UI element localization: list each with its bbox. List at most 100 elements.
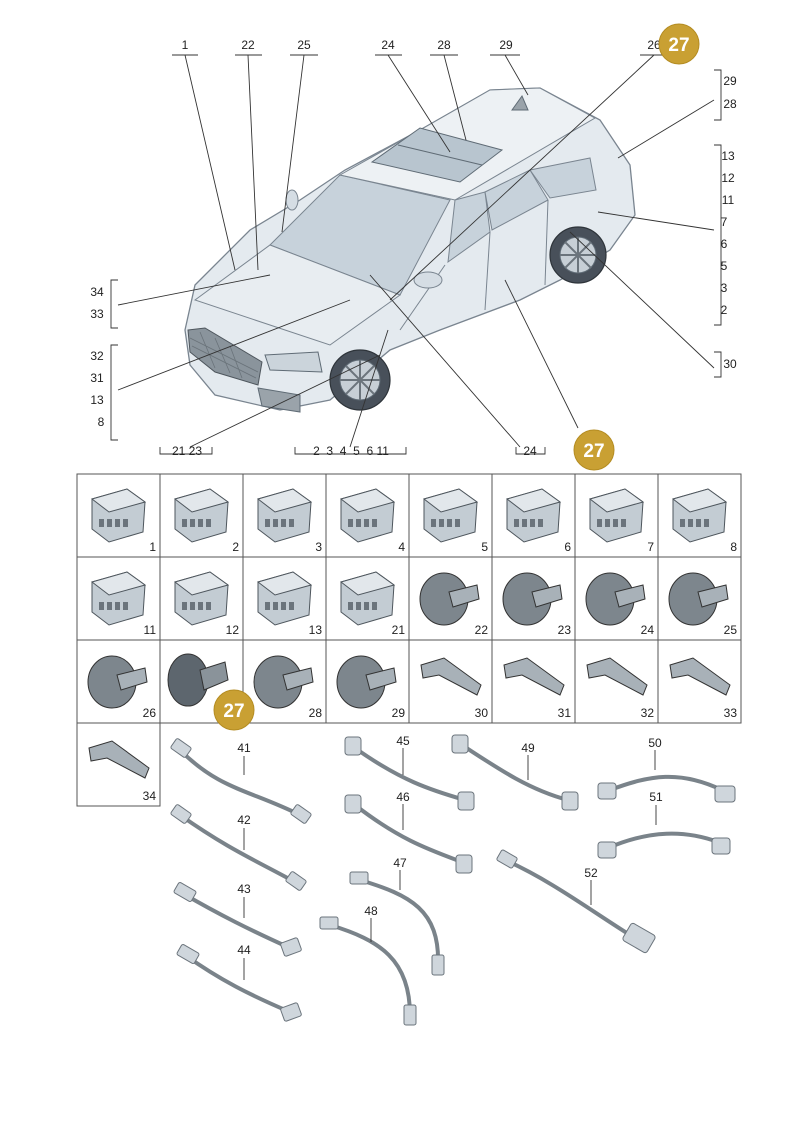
callout-top-28: 28 xyxy=(437,38,451,52)
part-cell-22[interactable]: 22 xyxy=(408,556,493,641)
part-number-5: 5 xyxy=(481,540,488,554)
part-illustration-12 xyxy=(173,571,230,626)
part-illustration-25 xyxy=(668,572,729,626)
part-number-6: 6 xyxy=(564,540,571,554)
cable-49 xyxy=(451,734,579,811)
part-cell-13[interactable]: 13 xyxy=(242,556,327,641)
part-cell-2[interactable]: 2 xyxy=(159,473,244,558)
part-number-4: 4 xyxy=(398,540,405,554)
badge-27-top[interactable]: 27 xyxy=(658,23,700,65)
part-illustration-23 xyxy=(502,572,563,626)
callout-left-33: 33 xyxy=(90,307,104,321)
callout-top-24: 24 xyxy=(381,38,395,52)
cable-43 xyxy=(173,882,302,957)
cable-label-51: 51 xyxy=(649,790,663,804)
part-number-30: 30 xyxy=(475,706,489,720)
car-illustration xyxy=(184,87,636,413)
part-cell-6[interactable]: 6 xyxy=(491,473,576,558)
cable-label-46: 46 xyxy=(396,790,410,804)
callout-top-1: 1 xyxy=(182,38,189,52)
cable-label-42: 42 xyxy=(237,813,251,827)
part-illustration-4 xyxy=(339,488,396,543)
part-cell-4[interactable]: 4 xyxy=(325,473,410,558)
part-cell-7[interactable]: 7 xyxy=(574,473,659,558)
part-cell-26[interactable]: 26 xyxy=(76,639,161,724)
part-illustration-3 xyxy=(256,488,313,543)
part-number-3: 3 xyxy=(315,540,322,554)
part-cell-23[interactable]: 23 xyxy=(491,556,576,641)
callout-left-32: 32 xyxy=(90,349,104,363)
part-illustration-24 xyxy=(585,572,646,626)
part-number-21: 21 xyxy=(392,623,406,637)
cable-label-41: 41 xyxy=(237,741,251,755)
part-cell-34[interactable]: 34 xyxy=(76,722,161,807)
callout-right-5: 5 xyxy=(721,259,728,273)
cable-41 xyxy=(170,738,312,824)
part-cell-32[interactable]: 32 xyxy=(574,639,659,724)
part-cell-25[interactable]: 25 xyxy=(657,556,742,641)
part-cell-21[interactable]: 21 xyxy=(325,556,410,641)
callout-top-29: 29 xyxy=(499,38,513,52)
cable-51 xyxy=(597,831,731,859)
callout-right-6: 6 xyxy=(721,237,728,251)
part-number-11: 11 xyxy=(144,623,157,637)
part-cell-31[interactable]: 31 xyxy=(491,639,576,724)
part-cell-30[interactable]: 30 xyxy=(408,639,493,724)
part-illustration-13 xyxy=(256,571,313,626)
part-illustration-11 xyxy=(90,571,147,626)
cable-label-47: 47 xyxy=(393,856,407,870)
part-illustration-28 xyxy=(253,655,314,709)
badge-27-top-label: 27 xyxy=(668,35,689,56)
part-number-8: 8 xyxy=(730,540,737,554)
part-number-1: 1 xyxy=(149,540,156,554)
part-cell-33[interactable]: 33 xyxy=(657,639,742,724)
callout-right-28: 28 xyxy=(723,97,737,111)
part-number-12: 12 xyxy=(226,623,240,637)
callout-left-31: 31 xyxy=(90,371,104,385)
callout-left-8: 8 xyxy=(98,415,105,429)
callout-labels: 1 22 25 24 28 29 26 29 28 13 12 11 7 6 5… xyxy=(90,38,737,458)
part-illustration-7 xyxy=(588,488,645,543)
callout-left-34: 34 xyxy=(90,285,104,299)
part-illustration-31 xyxy=(503,657,565,696)
part-number-32: 32 xyxy=(641,706,655,720)
cable-labels: 41 42 43 44 45 46 47 48 49 50 51 52 xyxy=(237,734,663,980)
part-cell-5[interactable]: 5 xyxy=(408,473,493,558)
part-number-22: 22 xyxy=(475,623,489,637)
part-cell-24[interactable]: 24 xyxy=(574,556,659,641)
part-number-25: 25 xyxy=(724,623,738,637)
cable-48 xyxy=(319,916,417,1026)
part-cell-8[interactable]: 8 xyxy=(657,473,742,558)
cable-label-44: 44 xyxy=(237,943,251,957)
part-cell-29[interactable]: 29 xyxy=(325,639,410,724)
callout-bottom-21-23: 21 23 xyxy=(172,444,202,458)
badge-27-middle[interactable]: 27 xyxy=(573,429,615,471)
part-number-2: 2 xyxy=(232,540,239,554)
callout-right-2: 2 xyxy=(721,303,728,317)
part-number-26: 26 xyxy=(143,706,157,720)
cable-50 xyxy=(597,774,736,803)
cable-label-52: 52 xyxy=(584,866,598,880)
part-illustration-32 xyxy=(586,657,648,696)
cable-44 xyxy=(176,944,302,1022)
part-illustration-30 xyxy=(420,657,482,696)
part-illustration-22 xyxy=(419,572,480,626)
callout-bottom-2-11: 2 3 4 5 6 11 xyxy=(313,444,389,458)
callout-top-22: 22 xyxy=(241,38,255,52)
part-number-13: 13 xyxy=(309,623,323,637)
part-illustration-8 xyxy=(671,488,728,543)
part-cell-3[interactable]: 3 xyxy=(242,473,327,558)
part-cell-1[interactable]: 1 xyxy=(76,473,161,558)
part-cell-12[interactable]: 12 xyxy=(159,556,244,641)
part-cell-28[interactable]: 28 xyxy=(242,639,327,724)
callout-right-29: 29 xyxy=(723,74,737,88)
part-number-33: 33 xyxy=(724,706,738,720)
callout-left-13: 13 xyxy=(90,393,104,407)
part-number-7: 7 xyxy=(647,540,654,554)
cables xyxy=(170,734,736,1026)
part-cell-11[interactable]: 11 xyxy=(76,556,161,641)
badge-27-grid[interactable]: 27 xyxy=(213,689,255,731)
part-illustration-1 xyxy=(90,488,147,543)
